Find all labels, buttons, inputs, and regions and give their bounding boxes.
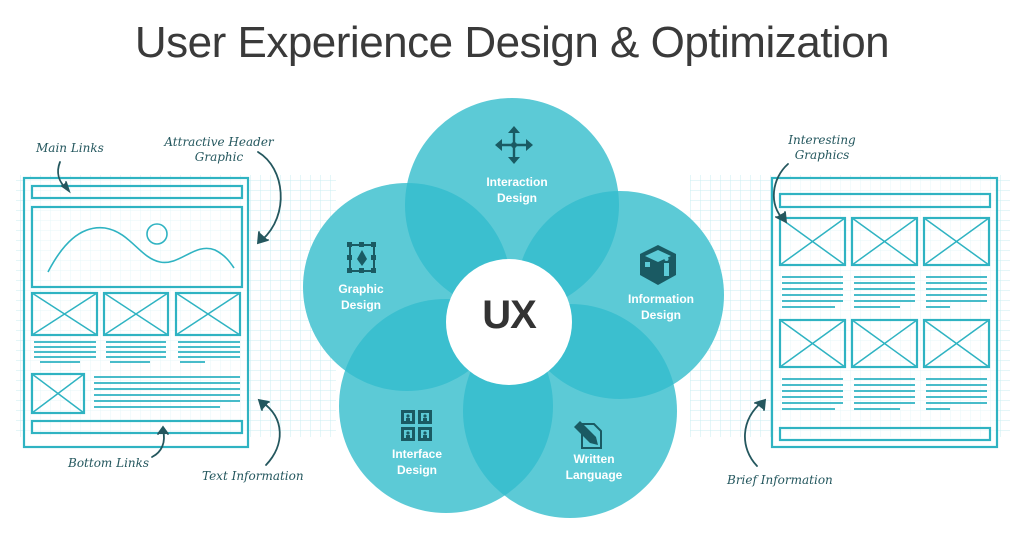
left-wireframe <box>22 176 250 449</box>
mountain-line <box>47 226 235 273</box>
thumbnail-row <box>30 291 242 337</box>
petal-line: Information <box>628 292 694 306</box>
petal-line: Design <box>340 298 381 312</box>
petal-label-written: Written Language <box>539 451 649 483</box>
document-pen-icon <box>574 421 602 449</box>
annotation-text-information: Text Information <box>202 469 304 483</box>
petal-line: Design <box>396 463 437 477</box>
arrow-brief-information <box>744 400 764 467</box>
arrow-text-information <box>261 401 281 466</box>
thumbnail-row-2 <box>778 318 991 369</box>
text-lines-columns <box>34 341 240 363</box>
annotation-header-graphic: Attractive Header Graphic <box>164 135 274 165</box>
annotation-line: Graphic <box>194 150 244 164</box>
move-arrows-icon <box>495 126 533 164</box>
nav-bar-placeholder <box>30 184 244 200</box>
annotation-interesting-graphics: Interesting Graphics <box>782 133 862 163</box>
petal-line: Design <box>496 191 537 205</box>
petal-label-information: Information Design <box>606 291 716 323</box>
ux-flower <box>303 98 724 518</box>
petal-label-graphic: Graphic Design <box>306 281 416 313</box>
petal-line: Interaction <box>486 175 548 189</box>
petal-line: Design <box>640 308 681 322</box>
petal-line: Written <box>573 452 615 466</box>
sun-circle <box>146 223 168 245</box>
right-wireframe <box>770 176 999 449</box>
arrow-header-graphic <box>257 151 282 241</box>
annotation-line: Interesting <box>788 133 856 147</box>
user-grid-icon <box>401 410 432 441</box>
petal-line: Interface <box>391 447 443 461</box>
page-title: User Experience Design & Optimization <box>134 18 890 67</box>
text-block-lines <box>94 376 240 408</box>
footer-bar-placeholder <box>30 419 244 435</box>
annotation-line: Attractive Header <box>164 135 274 149</box>
petal-label-interaction: Interaction Design <box>462 174 572 206</box>
pen-tool-icon <box>347 242 376 273</box>
annotation-main-links: Main Links <box>36 141 104 155</box>
side-thumbnail <box>30 372 86 415</box>
petal-label-interface: Interface Design <box>362 446 472 478</box>
annotation-brief-information: Brief Information <box>727 473 833 487</box>
petal-line: Graphic <box>338 282 384 296</box>
annotation-bottom-links: Bottom Links <box>68 456 150 470</box>
annotation-arrows <box>57 151 789 467</box>
ux-center-label: UX <box>482 293 537 337</box>
ux-center-circle <box>446 259 572 385</box>
annotation-line: Graphics <box>794 148 850 162</box>
thumbnail-row-1 <box>778 216 991 267</box>
info-cube-icon <box>640 245 676 285</box>
hero-image-placeholder <box>30 205 244 289</box>
petal-line: Language <box>565 468 623 482</box>
